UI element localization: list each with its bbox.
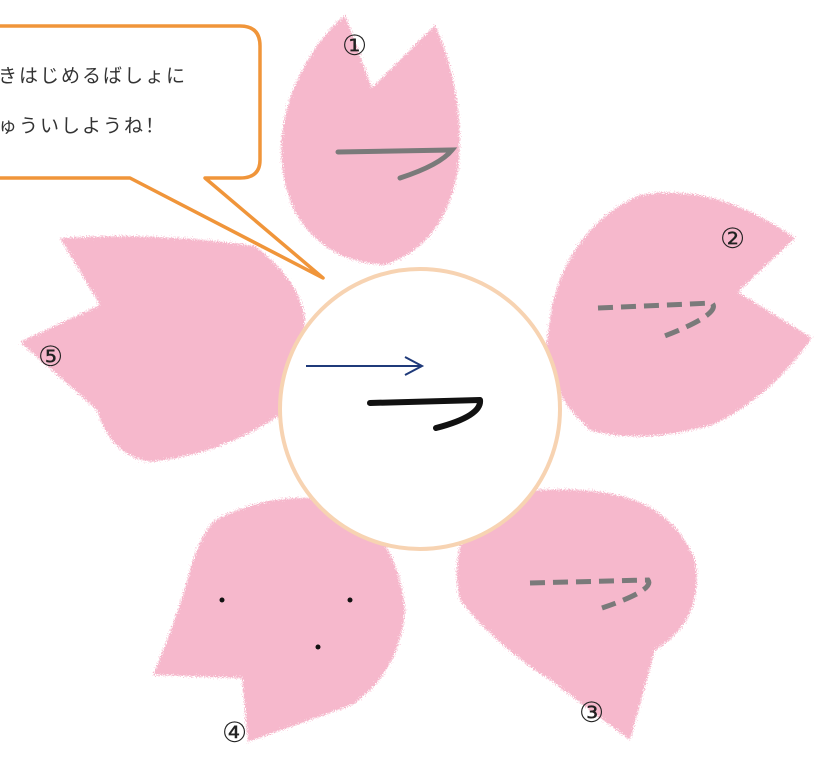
petal-2-number: ② [720,222,745,255]
petal-1-guide-stroke [335,147,458,181]
petal-3-number: ③ [579,696,604,729]
center-circle [278,267,562,551]
petal-4: ④ [153,497,405,749]
petal-1-shape [281,15,460,265]
petal-3-guide-stroke [529,577,652,611]
petal-3-shape [456,489,697,740]
petal-5-shape [20,236,305,462]
petal-1: ① [281,15,460,265]
speech-bubble-shape [0,24,325,280]
petal-4-guide-dot [347,597,353,603]
petal-2-shape [545,192,812,437]
speech-bubble: きはじめるばしょに ゅういしようね！ [0,24,325,280]
center-practice-circle: つ [278,267,562,551]
petal-3: ③ [456,489,697,740]
petal-4-number: ④ [222,716,247,749]
petal-4-guide-dot [315,644,321,650]
right-arrow-icon [404,356,425,376]
model-character-tsu [367,397,483,431]
petal-2: ② [545,192,812,437]
petal-4-guide-dot [219,597,225,603]
petal-5-number: ⑤ [38,340,63,373]
petal-2-guide-stroke [597,300,716,340]
petal-1-number: ① [342,29,367,62]
petal-4-shape [153,497,405,742]
speech-bubble-line-2: ゅういしようね！ [0,115,166,137]
petal-5: ⑤ [20,236,305,462]
speech-bubble-line-1: きはじめるばしょに [0,65,187,87]
